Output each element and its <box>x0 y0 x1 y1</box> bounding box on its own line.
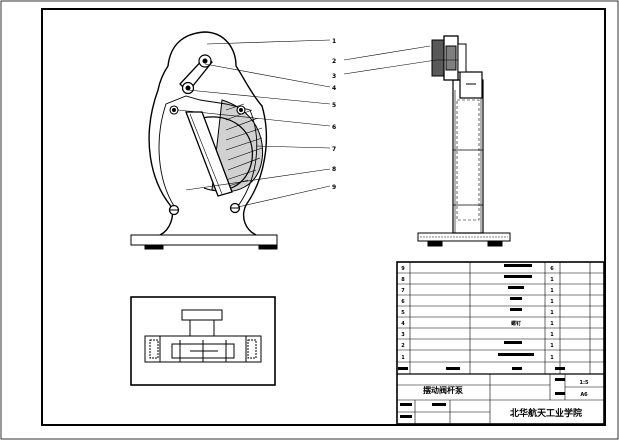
front-body-inner <box>158 95 258 207</box>
callout-8: 8 <box>332 166 336 173</box>
scale-value: 1:5 <box>580 380 589 386</box>
row-no: 2 <box>401 343 405 349</box>
front-foot-right <box>258 244 278 250</box>
title-block <box>396 261 605 425</box>
front-foot-left <box>144 244 164 250</box>
callout-1: 1 <box>332 38 336 45</box>
top-view <box>130 296 276 386</box>
side-view <box>417 35 511 247</box>
row-qty: 1 <box>550 299 554 305</box>
part-name-bars <box>398 264 565 418</box>
row-no: 9 <box>401 266 405 272</box>
row-no: 8 <box>401 277 405 283</box>
side-foot-right <box>487 240 503 247</box>
row-qty: 6 <box>550 266 554 272</box>
callout-7: 7 <box>332 146 336 153</box>
callout-2: 2 <box>332 58 336 65</box>
title-block-frame <box>396 261 605 425</box>
callout-4: 4 <box>332 85 336 92</box>
row-name: 螺钉 <box>511 320 521 327</box>
front-body-outline <box>148 31 268 236</box>
sheet-size: A6 <box>580 392 588 398</box>
row-qty: 1 <box>550 310 554 316</box>
row-no: 4 <box>401 321 405 327</box>
inner-frame <box>41 8 606 426</box>
parts-list-text: 9 6 8 1 7 1 6 1 5 1 4 螺钉 1 3 1 2 1 1 1 <box>401 266 554 361</box>
top-view-neck <box>189 319 215 337</box>
front-base-plate <box>130 234 278 246</box>
row-no: 1 <box>401 355 405 361</box>
callout-5: 5 <box>332 102 336 109</box>
leader-lines <box>177 39 437 208</box>
row-qty: 1 <box>550 343 554 349</box>
row-qty: 1 <box>550 321 554 327</box>
pivot-top-center <box>202 58 208 64</box>
side-bracket <box>459 71 483 99</box>
drawing-title: 摆动阀杆泵 <box>423 385 463 395</box>
row-qty: 1 <box>550 288 554 294</box>
row-qty: 1 <box>550 332 554 338</box>
row-qty: 1 <box>550 355 554 361</box>
top-view-outline <box>130 296 276 386</box>
callout-3: 3 <box>332 73 336 80</box>
side-head-inner <box>445 45 457 71</box>
hatch-lines <box>221 103 263 189</box>
side-foot-left <box>427 240 443 247</box>
school-name: 北华航天工业学院 <box>510 407 582 419</box>
callout-9: 9 <box>332 184 336 191</box>
callout-6: 6 <box>332 124 336 131</box>
side-column-hidden <box>456 99 480 221</box>
row-qty: 1 <box>550 277 554 283</box>
row-no: 3 <box>401 332 405 338</box>
callout-numbers: 1 2 3 4 5 6 7 8 9 <box>332 38 336 191</box>
side-head-left <box>431 39 445 77</box>
row-no: 6 <box>401 299 405 305</box>
row-no: 5 <box>401 310 405 316</box>
side-head-right <box>457 43 467 73</box>
front-view <box>130 31 278 250</box>
row-no: 7 <box>401 288 405 294</box>
